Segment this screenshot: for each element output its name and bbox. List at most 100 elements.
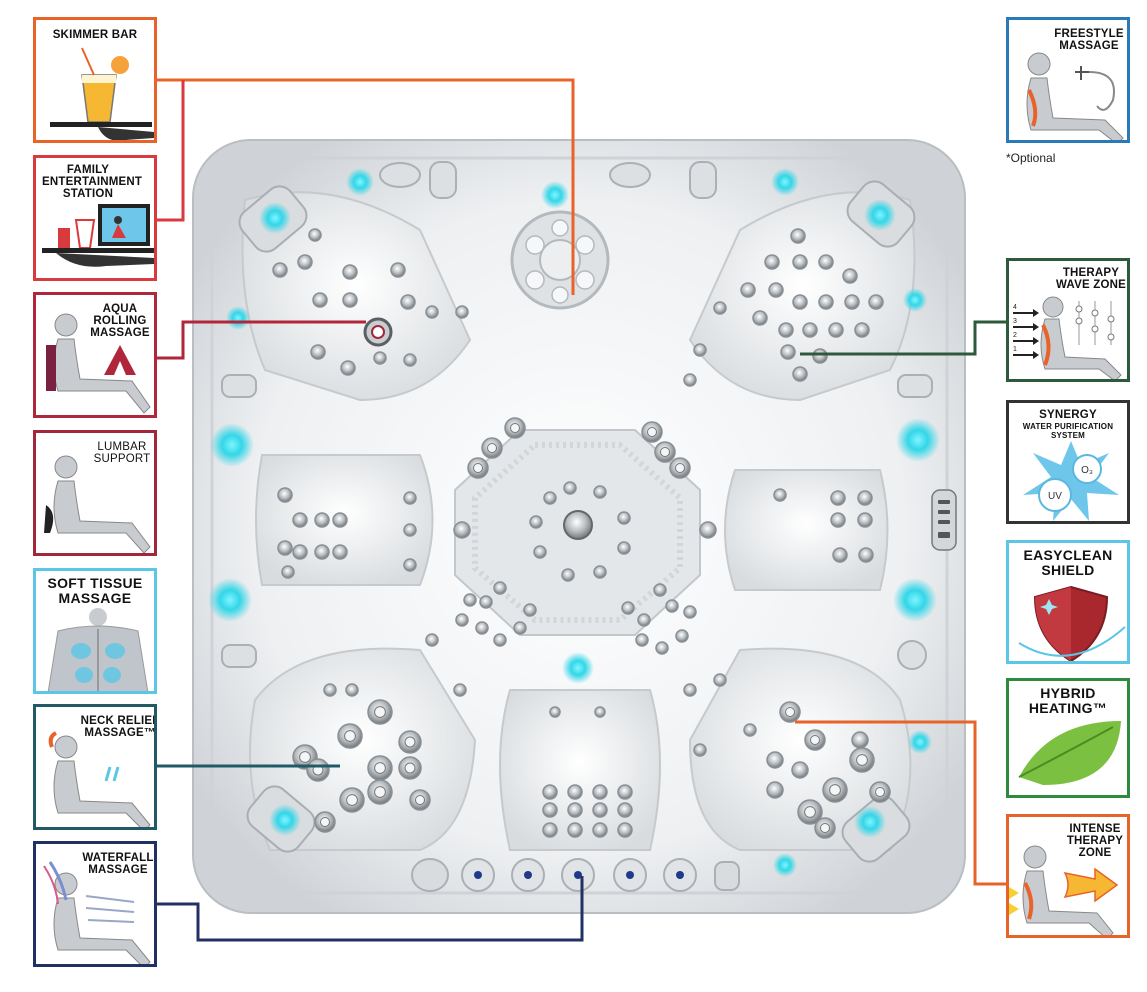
jet (699, 521, 717, 539)
jet (842, 268, 858, 284)
jet (523, 603, 537, 617)
jet (818, 294, 834, 310)
jet (773, 488, 787, 502)
jet-nozzle (299, 751, 311, 763)
jet-nozzle (856, 754, 868, 766)
jet-nozzle (660, 447, 670, 457)
feature-freestyle-massage: FREESTYLE MASSAGE (1006, 17, 1130, 143)
jet-nozzle (820, 823, 830, 833)
feature-label: SYNERGY (1039, 409, 1097, 421)
jet-nozzle (404, 736, 416, 748)
jets (272, 228, 891, 839)
jet-nozzle (675, 463, 685, 473)
jet (868, 294, 884, 310)
jet (693, 743, 707, 757)
jet (314, 512, 330, 528)
jet-nozzle (374, 706, 386, 718)
jet (542, 802, 558, 818)
feature-family-entertainment: FAMILY ENTERTAINMENT STATION (33, 155, 157, 281)
leader-skimmer (157, 78, 575, 295)
jet (513, 621, 527, 635)
leader-therapy (800, 320, 1006, 356)
feature-label: LUMBAR SUPPORT (93, 441, 151, 465)
feature-soft-tissue-massage: SOFT TISSUE MASSAGE (33, 568, 157, 694)
feature-label: EASYCLEAN SHIELD (1023, 547, 1113, 578)
neck-relief-icon (48, 731, 151, 827)
seat-bottom-right (688, 647, 912, 851)
jet (277, 487, 293, 503)
feature-label: SKIMMER BAR (52, 29, 138, 41)
jet (373, 351, 387, 365)
jet (340, 360, 356, 376)
jet (830, 490, 846, 506)
jet (828, 322, 844, 338)
jet (312, 292, 328, 308)
jet (818, 254, 834, 270)
jet (683, 373, 697, 387)
jet-nozzle (647, 427, 657, 437)
jet (621, 601, 635, 615)
jet (308, 228, 322, 242)
jet (791, 761, 809, 779)
jet (403, 353, 417, 367)
jet-nozzle (487, 443, 497, 453)
jet-nozzle (374, 786, 386, 798)
jet (593, 485, 607, 499)
jet (592, 784, 608, 800)
feature-easyclean-shield: EASYCLEAN SHIELD (1006, 540, 1130, 664)
jet (567, 784, 583, 800)
jet (764, 254, 780, 270)
jet (592, 802, 608, 818)
led-lights (208, 168, 940, 877)
jet-nozzle (510, 423, 520, 433)
jet (854, 322, 870, 338)
jet (766, 751, 784, 769)
jet (345, 683, 359, 697)
leader-intense (795, 720, 1006, 886)
jet (683, 605, 697, 619)
jet (542, 784, 558, 800)
jet (655, 641, 669, 655)
jet (617, 511, 631, 525)
jet (740, 282, 756, 298)
feature-label: WATERFALL MASSAGE (82, 852, 154, 876)
jet-nozzle (785, 707, 795, 717)
jet (292, 544, 308, 560)
leader-family (157, 80, 185, 222)
uv-text: UV (1048, 491, 1062, 502)
seat-right (724, 469, 889, 591)
jet (858, 547, 874, 563)
jet (567, 802, 583, 818)
feature-neck-relief-massage: NECK RELIEF MASSAGE™ (33, 704, 157, 830)
jet (832, 547, 848, 563)
jet (792, 366, 808, 382)
jet (332, 544, 348, 560)
jet (653, 583, 667, 597)
jet (400, 294, 416, 310)
feature-label: HYBRID HEATING™ (1028, 685, 1108, 716)
jet (743, 723, 757, 737)
leaf-icon (1018, 721, 1121, 785)
jet (533, 545, 547, 559)
jet (857, 512, 873, 528)
jet (272, 262, 288, 278)
jet (542, 822, 558, 838)
jet (342, 292, 358, 308)
jet (310, 344, 326, 360)
feature-therapy-wave-zone: THERAPY WAVE ZONE 4 3 2 1 (1006, 258, 1130, 382)
jet-nozzle (320, 817, 330, 827)
jet (281, 565, 295, 579)
jet (403, 491, 417, 505)
jet (403, 523, 417, 537)
jet (617, 822, 633, 838)
therapy-wave-icon: 4 3 2 1 (1013, 296, 1122, 379)
jet (617, 784, 633, 800)
feature-label: NECK RELIEF MASSAGE™ (80, 715, 157, 739)
jet (479, 595, 493, 609)
jet (792, 254, 808, 270)
jet (617, 802, 633, 818)
jet (292, 512, 308, 528)
jet (683, 683, 697, 697)
